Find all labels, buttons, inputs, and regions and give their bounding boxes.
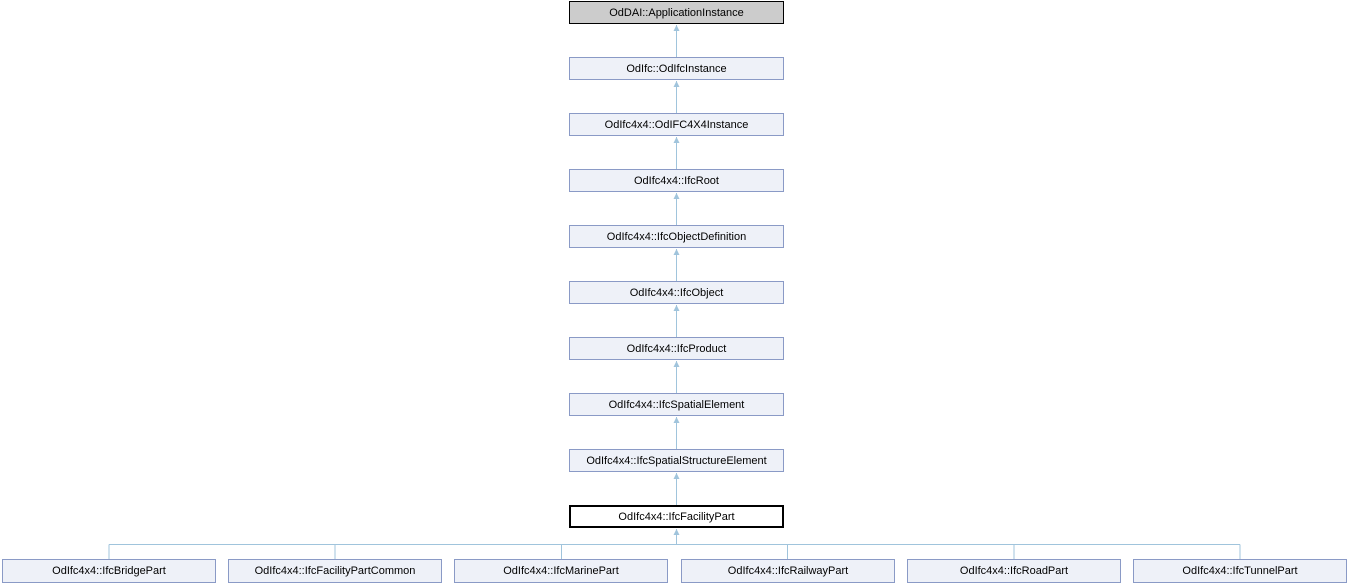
inheritance-arrowhead [673, 137, 680, 143]
class-node-label: OdIfc4x4::IfcRailwayPart [727, 565, 849, 577]
class-node-label: OdIfc4x4::IfcMarinePart [503, 565, 619, 577]
class-node-chain-8[interactable]: OdIfc4x4::IfcSpatialStructureElement [569, 449, 784, 472]
class-node-child-4[interactable]: OdIfc4x4::IfcRoadPart [907, 559, 1121, 583]
class-node-label: OdIfc4x4::IfcObject [629, 286, 724, 299]
class-node-label: OdIfc4x4::IfcFacilityPart [618, 510, 735, 523]
class-node-chain-1[interactable]: OdIfc::OdIfcInstance [569, 57, 784, 80]
class-node-chain-9: OdIfc4x4::IfcFacilityPart [569, 505, 784, 528]
class-node-child-3[interactable]: OdIfc4x4::IfcRailwayPart [681, 559, 895, 583]
inheritance-arrowhead [673, 249, 680, 255]
class-node-label: OdIfc4x4::IfcObjectDefinition [606, 230, 747, 243]
class-node-label: OdIfc::OdIfcInstance [626, 62, 727, 75]
inheritance-arrowhead [673, 193, 680, 199]
inheritance-arrowhead [673, 305, 680, 311]
inheritance-arrowhead [673, 529, 680, 535]
class-node-chain-2[interactable]: OdIfc4x4::OdIFC4X4Instance [569, 113, 784, 136]
class-node-label: OdIfc4x4::IfcTunnelPart [1182, 565, 1298, 577]
inheritance-arrowhead [673, 473, 680, 479]
class-node-chain-3[interactable]: OdIfc4x4::IfcRoot [569, 169, 784, 192]
class-node-label: OdIfc4x4::IfcSpatialStructureElement [586, 454, 767, 467]
class-node-label: OdIfc4x4::OdIFC4X4Instance [604, 118, 749, 131]
class-node-child-2[interactable]: OdIfc4x4::IfcMarinePart [454, 559, 668, 583]
class-node-child-5[interactable]: OdIfc4x4::IfcTunnelPart [1133, 559, 1347, 583]
class-node-label: OdIfc4x4::IfcSpatialElement [608, 398, 745, 411]
class-node-label: OdIfc4x4::IfcFacilityPartCommon [254, 565, 416, 577]
class-node-chain-4[interactable]: OdIfc4x4::IfcObjectDefinition [569, 225, 784, 248]
class-node-label: OdIfc4x4::IfcRoadPart [959, 565, 1069, 577]
class-node-chain-5[interactable]: OdIfc4x4::IfcObject [569, 281, 784, 304]
class-node-chain-0: OdDAI::ApplicationInstance [569, 1, 784, 24]
class-node-label: OdIfc4x4::IfcProduct [626, 342, 727, 355]
class-node-label: OdIfc4x4::IfcRoot [634, 174, 719, 187]
class-node-label: OdDAI::ApplicationInstance [609, 6, 744, 19]
class-node-child-1[interactable]: OdIfc4x4::IfcFacilityPartCommon [228, 559, 442, 583]
inheritance-arrowhead [673, 81, 680, 87]
class-node-chain-6[interactable]: OdIfc4x4::IfcProduct [569, 337, 784, 360]
class-node-child-0[interactable]: OdIfc4x4::IfcBridgePart [2, 559, 216, 583]
inheritance-arrowhead [673, 417, 680, 423]
inheritance-arrowhead [673, 361, 680, 367]
inheritance-arrowhead [673, 25, 680, 31]
class-node-chain-7[interactable]: OdIfc4x4::IfcSpatialElement [569, 393, 784, 416]
class-node-label: OdIfc4x4::IfcBridgePart [52, 565, 166, 577]
